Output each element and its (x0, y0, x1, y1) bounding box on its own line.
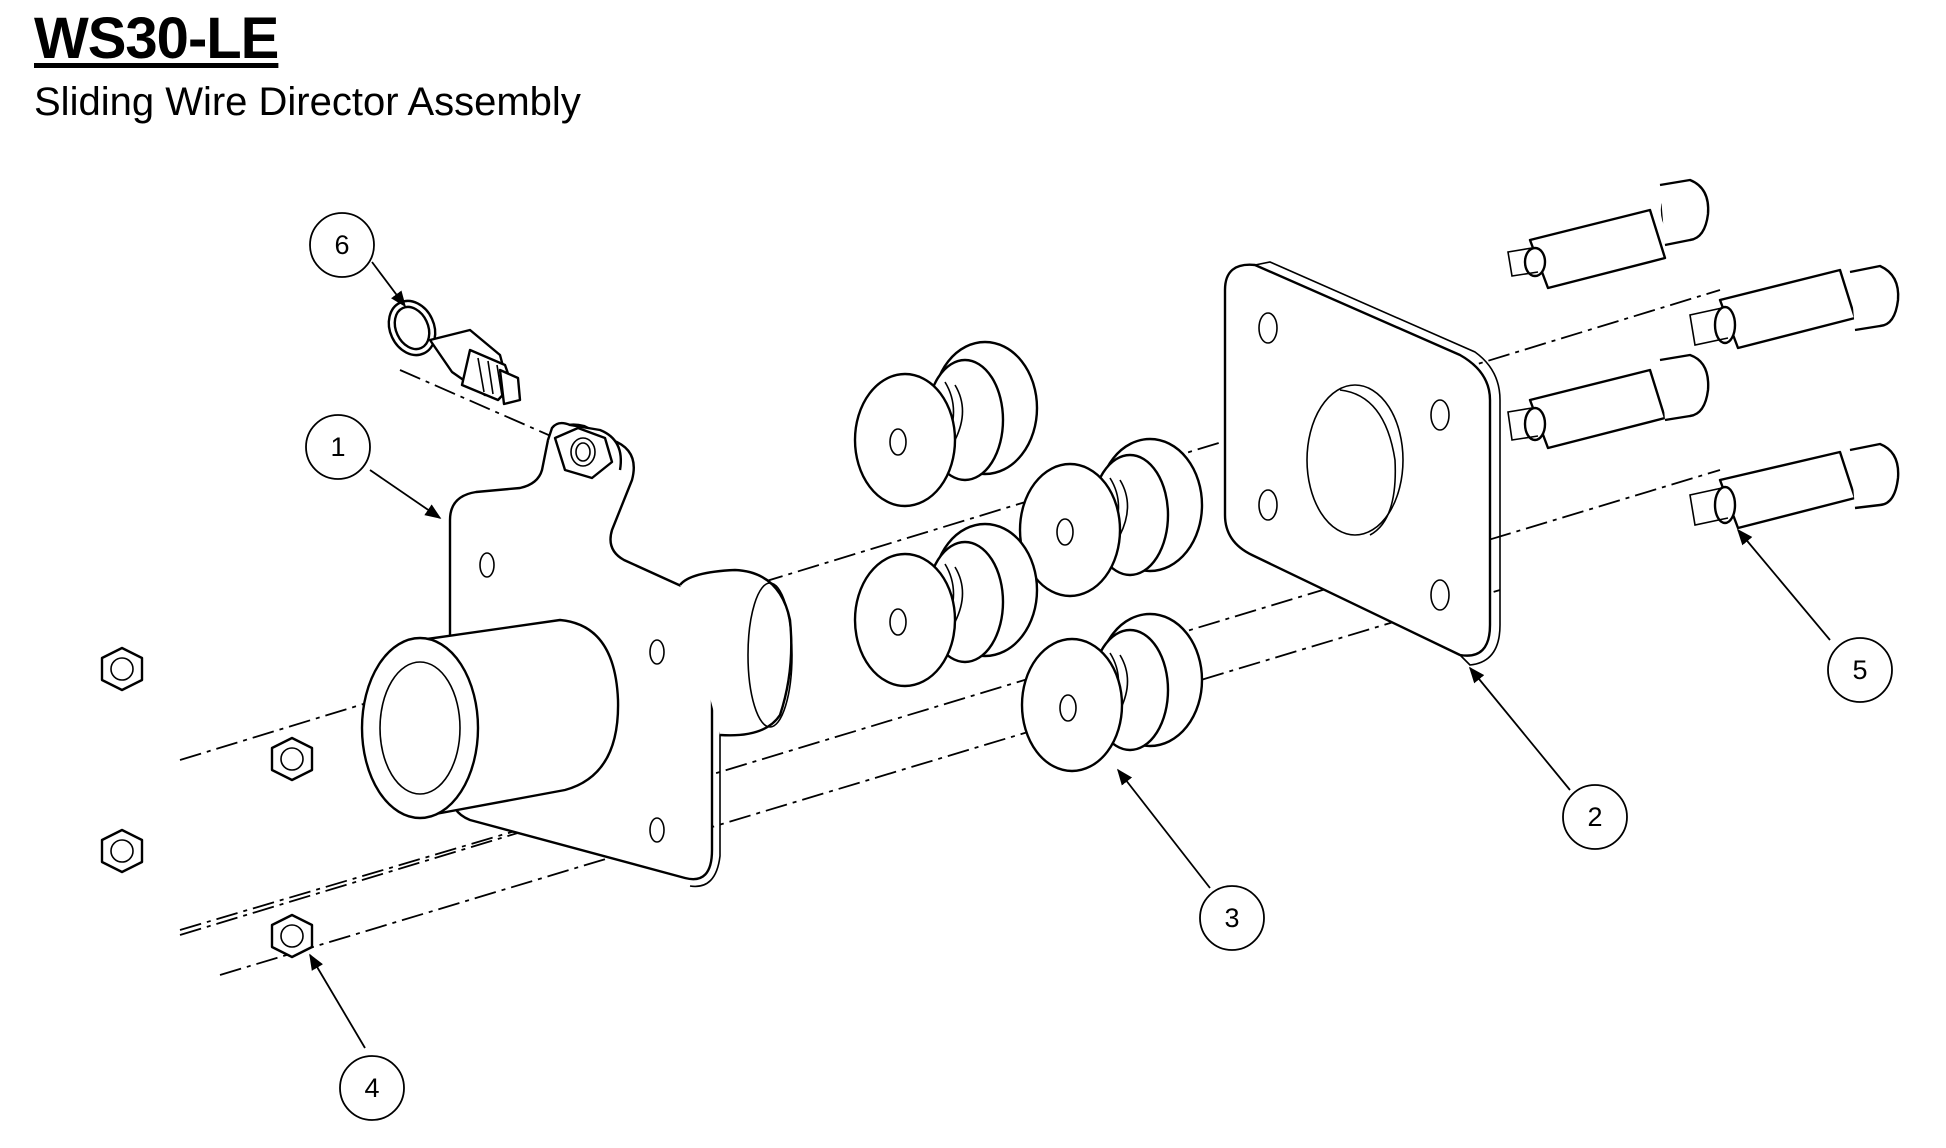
bolt-middle (1507, 353, 1710, 450)
nut-lower-left (100, 828, 144, 874)
roller-lower-left (853, 522, 1039, 688)
nut-upper-left (100, 646, 144, 692)
callout-6-label: 6 (334, 230, 349, 260)
callout-3: 3 (1199, 885, 1265, 951)
part-4-hex-nuts (100, 646, 314, 959)
callout-2: 2 (1562, 784, 1628, 850)
callout-5: 5 (1827, 637, 1893, 703)
part-3-rollers (853, 340, 1204, 773)
bolt-upper-right (1689, 264, 1900, 350)
bolt-lower-right (1689, 442, 1900, 530)
callout-2-label: 2 (1587, 802, 1602, 832)
callout-6: 6 (309, 212, 375, 278)
roller-middle-right (1018, 437, 1204, 598)
leader-lines (309, 261, 1831, 1049)
nut-lower-center (270, 913, 314, 959)
part-2-plate (1223, 261, 1501, 666)
callout-4: 4 (339, 1055, 405, 1121)
drawing-subtitle: Sliding Wire Director Assembly (34, 80, 581, 124)
part-6-ring-pin (387, 299, 522, 406)
bolt-top (1507, 178, 1710, 290)
drawing-title: WS30-LE (34, 6, 279, 71)
nut-upper-center (270, 736, 314, 782)
part-1-bracket (360, 421, 793, 888)
callout-1-label: 1 (330, 432, 345, 462)
callout-4-label: 4 (364, 1073, 379, 1103)
callout-3-label: 3 (1224, 903, 1239, 933)
roller-lower-right (1020, 612, 1204, 773)
callout-1: 1 (305, 414, 371, 480)
part-5-shoulder-bolts (1507, 178, 1900, 530)
roller-upper-left (853, 340, 1039, 508)
callout-5-label: 5 (1852, 655, 1867, 685)
